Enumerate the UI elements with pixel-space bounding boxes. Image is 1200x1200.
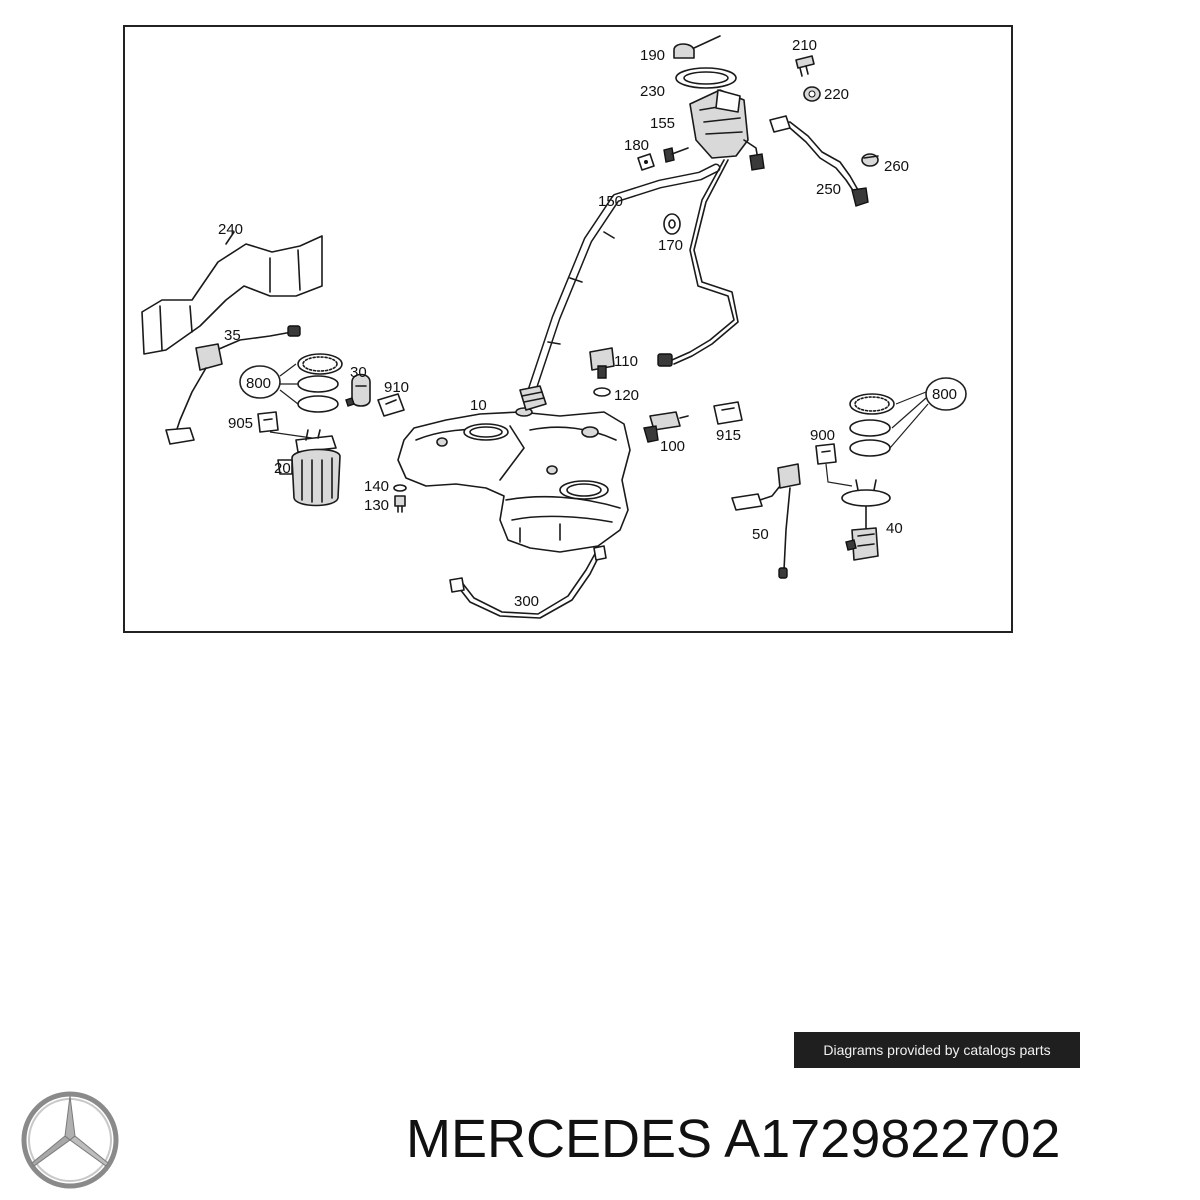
callout-label: 155 xyxy=(650,115,675,132)
pump-module-20 xyxy=(277,429,341,507)
pump-module-40 xyxy=(841,479,891,561)
connector-900 xyxy=(815,443,853,487)
fuel-tank-10 xyxy=(397,407,631,553)
connector-910 xyxy=(377,393,405,417)
callout-label: 100 xyxy=(660,438,685,455)
sensor-100 xyxy=(643,411,689,443)
callout-label: 800 xyxy=(246,375,271,392)
callout-label: 30 xyxy=(350,364,367,381)
callout-label: 900 xyxy=(810,427,835,444)
callout-label: 250 xyxy=(816,181,841,198)
clamp-260 xyxy=(861,153,879,167)
callout-label: 10 xyxy=(470,397,487,414)
heat-shield-240 xyxy=(141,231,323,355)
mercedes-star-icon xyxy=(21,1091,119,1189)
callout-label: 210 xyxy=(792,37,817,54)
filler-cap-190 xyxy=(673,35,721,59)
bolt-140-130 xyxy=(393,484,407,513)
callout-label: 220 xyxy=(824,86,849,103)
callout-label: 800 xyxy=(932,386,957,403)
clip-180 xyxy=(637,153,655,171)
callout-label: 120 xyxy=(614,387,639,404)
callout-label: 240 xyxy=(218,221,243,238)
vent-line xyxy=(657,159,739,367)
level-sensor-50 xyxy=(731,463,801,579)
callout-label: 300 xyxy=(514,593,539,610)
part-title: MERCEDES A1729822702 xyxy=(406,1104,1196,1174)
connector-915 xyxy=(713,401,743,425)
valve-110 xyxy=(589,347,615,379)
callout-label: 190 xyxy=(640,47,665,64)
filler-head-155 xyxy=(689,89,765,171)
seal-set-800-right xyxy=(849,377,967,457)
connector-905 xyxy=(257,411,313,439)
tank-strap-300 xyxy=(449,545,607,619)
washer-120 xyxy=(593,387,611,397)
nut-220 xyxy=(803,86,821,102)
level-sensor-35 xyxy=(165,325,301,445)
parts-diagram: 190 210 230 220 155 180 260 250 150 170 … xyxy=(123,25,1013,633)
seal-230 xyxy=(675,67,737,89)
watermark-banner: Diagrams provided by catalogs parts xyxy=(794,1032,1080,1068)
callout-circle xyxy=(239,365,281,399)
filler-neck-150 xyxy=(519,163,721,411)
callout-label: 910 xyxy=(384,379,409,396)
screw-210 xyxy=(795,55,815,77)
callout-circle xyxy=(925,377,967,411)
holder-155b xyxy=(663,147,689,163)
callout-label: 20 xyxy=(274,460,291,477)
callout-label: 40 xyxy=(886,520,903,537)
seal-set-800-left xyxy=(239,353,343,413)
callout-label: 915 xyxy=(716,427,741,444)
callout-label: 130 xyxy=(364,497,389,514)
callout-label: 140 xyxy=(364,478,389,495)
brand-name: MERCEDES xyxy=(406,1109,713,1169)
callout-label: 230 xyxy=(640,83,665,100)
callout-label: 35 xyxy=(224,327,241,344)
callout-label: 150 xyxy=(598,193,623,210)
callout-label: 110 xyxy=(614,353,638,370)
clip-170 xyxy=(663,213,681,235)
callout-label: 260 xyxy=(884,158,909,175)
drain-hose-250 xyxy=(769,115,869,207)
callout-label: 170 xyxy=(658,237,683,254)
callout-label: 905 xyxy=(228,415,253,432)
callout-label: 180 xyxy=(624,137,649,154)
valve-30 xyxy=(345,373,371,407)
callout-label: 50 xyxy=(752,526,769,543)
part-number: A1729822702 xyxy=(724,1109,1061,1169)
